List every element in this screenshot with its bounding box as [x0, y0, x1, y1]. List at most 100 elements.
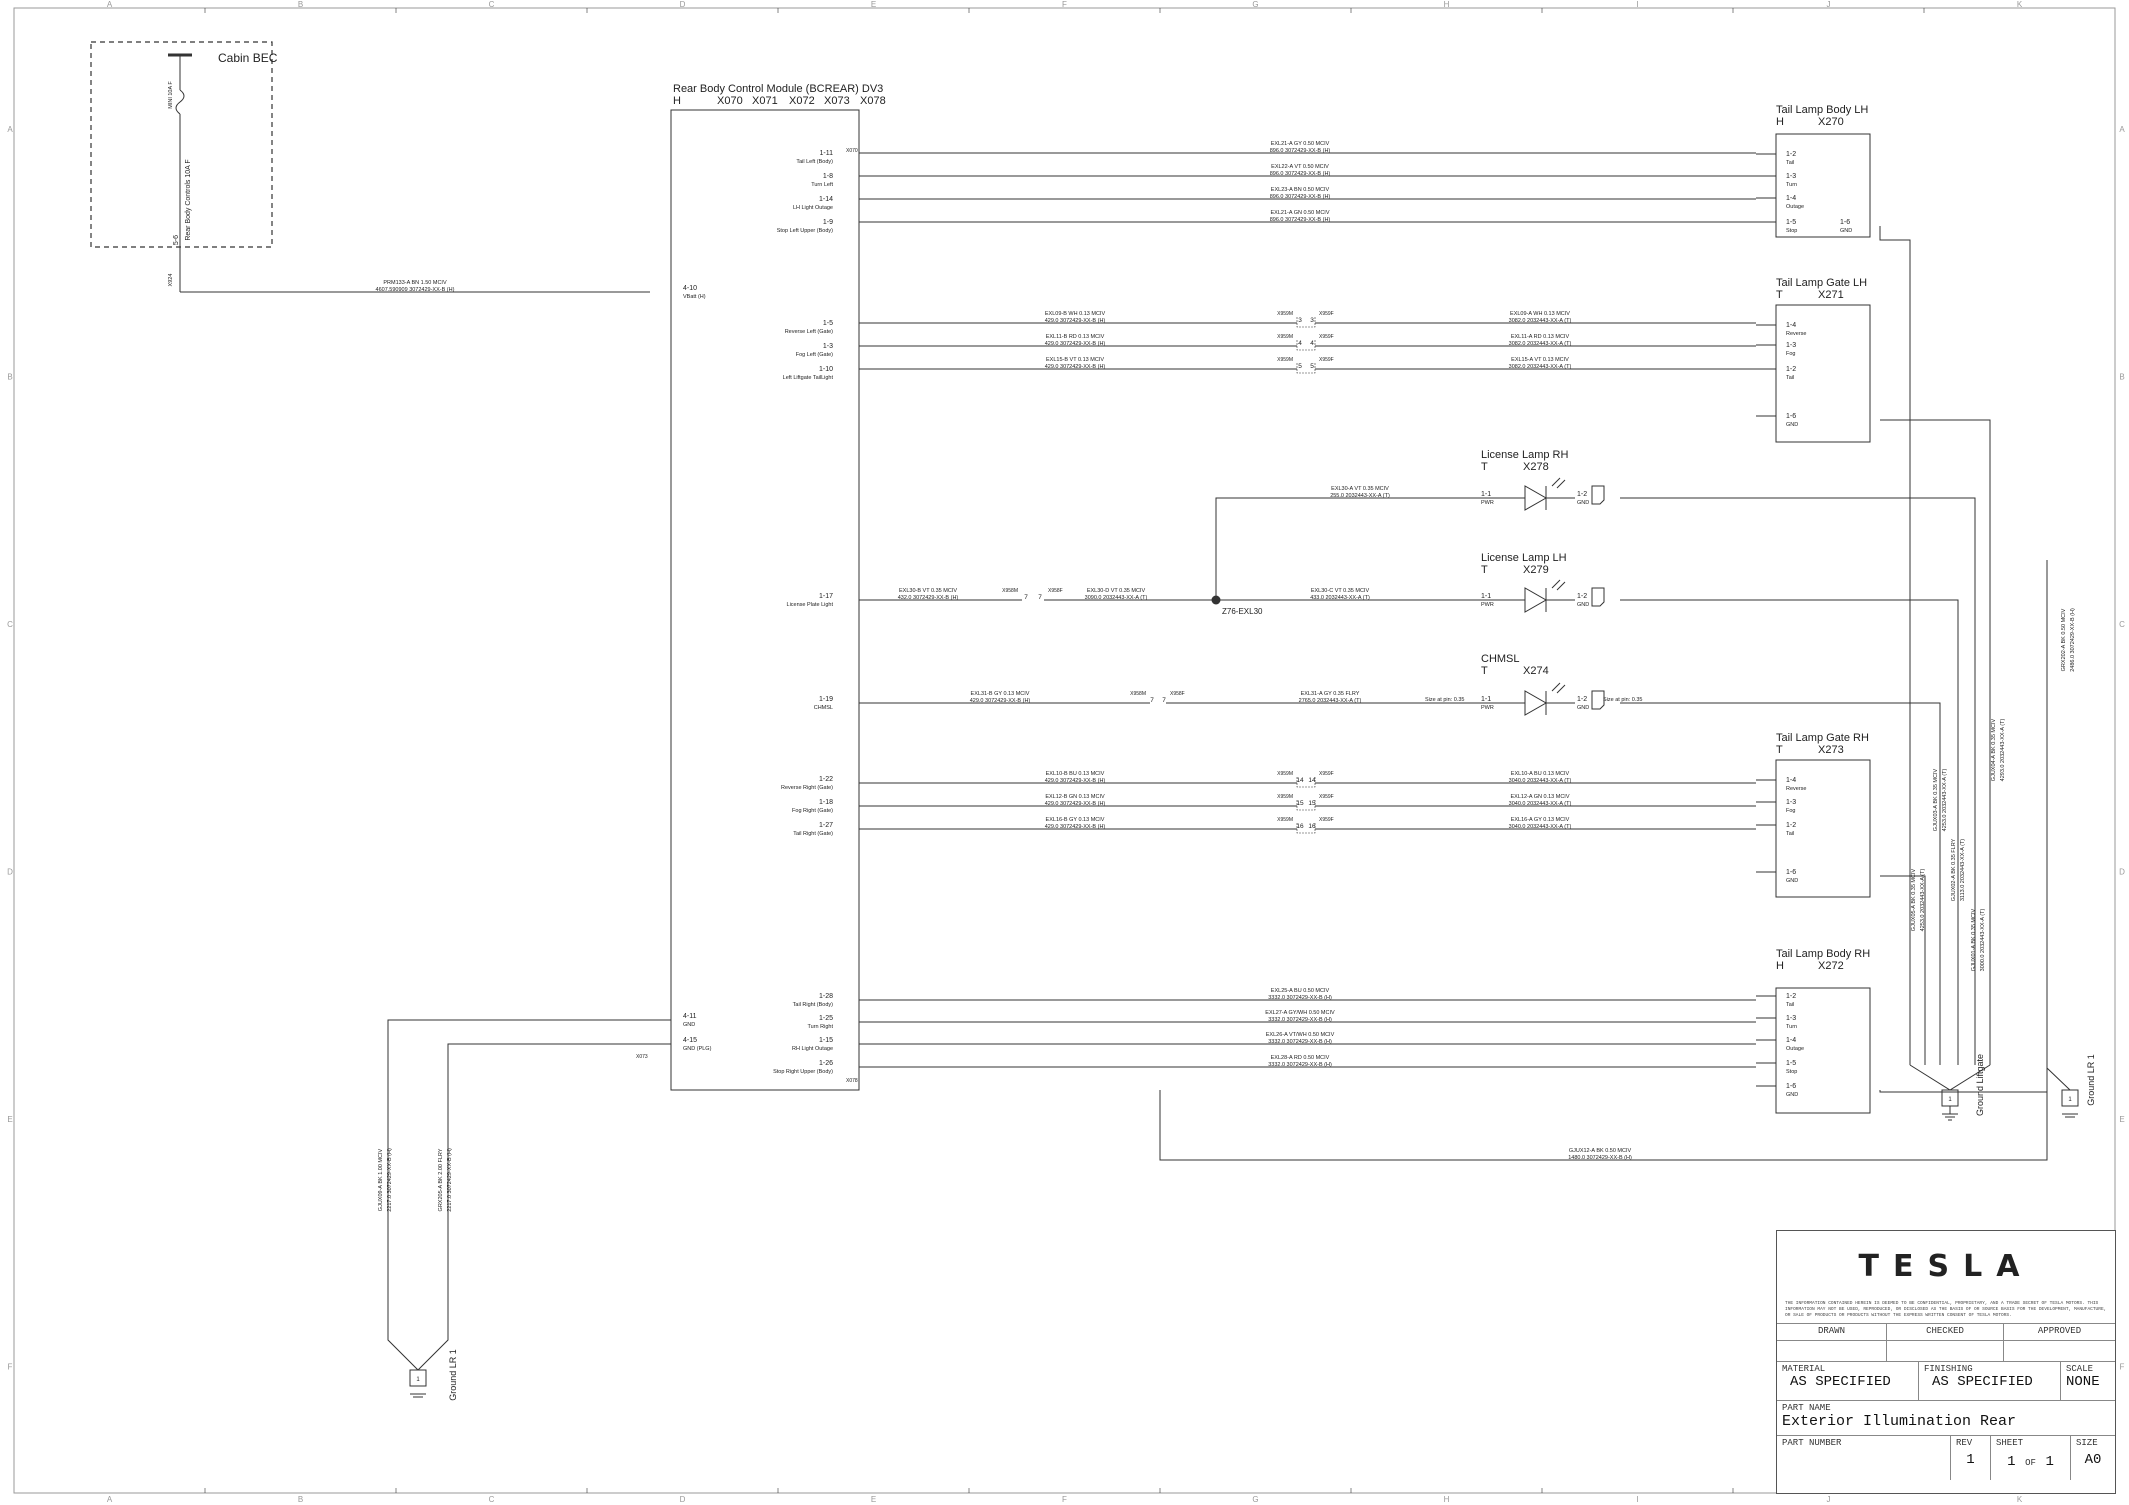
gnd-module-2 [417, 1043, 671, 1371]
wire-7-code: EXL15-B VT 0.13 MCIV [1046, 357, 1104, 363]
grid-col-top-B: B [298, 0, 303, 9]
component-4-led-icon [1524, 690, 1548, 716]
component-2-led-icon [1524, 485, 1548, 511]
grid-row-right-E: E [2119, 1115, 2124, 1124]
part-number-label: PART NUMBER [1782, 1438, 1842, 1448]
component-4-type: T [1481, 665, 1488, 677]
wire-prm133-length: 4607.590909 3072429-XX-B (H) [376, 287, 455, 293]
sheet-total: 1 [2045, 1454, 2054, 1470]
component-3-led-ray-2 [1556, 581, 1566, 591]
component-4-title: CHMSL [1481, 653, 1520, 665]
component-2-type: T [1481, 461, 1488, 473]
grid-col-bottom-I: I [1636, 1495, 1638, 1504]
grid-row-right-C: C [2119, 620, 2125, 629]
module-pin-label-2: LH Light Outage [793, 205, 833, 211]
inline-license-pin-f: 7 [1038, 594, 1042, 601]
grid-col-bottom-G: G [1252, 1495, 1258, 1504]
wire-gjux04-code: GJUX04-A BK 0.35 MCIV [1991, 718, 1997, 781]
wire-21-code: EXL12-A GN 0.13 MCIV [1511, 794, 1570, 800]
wire-20-length: 3040.0 2032443-XX-A (T) [1509, 778, 1572, 784]
ground-lr1-left-connector [409, 1369, 427, 1387]
grid-row-left-B: B [7, 372, 12, 381]
module-pin-label-4: VBatt (H) [683, 294, 706, 300]
gnd-rh-body [1879, 1068, 2048, 1093]
module-conn-X072: X072 [789, 95, 815, 107]
wire-grx202-code: GRX202-A BK 0.50 MCIV [2061, 608, 2067, 671]
grid-row-left-E: E [7, 1115, 12, 1124]
module-tag-x070: X070 [846, 148, 858, 154]
grid-col-top-H: H [1444, 0, 1450, 9]
module-pin-label-18: GND (PLG) [683, 1046, 712, 1052]
wire-grx202-length: 2486.0 3072429-XX-B (H) [2070, 608, 2076, 672]
finishing-label: FINISHING [1924, 1364, 1973, 1374]
wire-gjux02-code: GJUX02-A BK 0.35 FLRY [1951, 838, 1957, 901]
component-4-led-ray-2 [1556, 684, 1566, 694]
wire-26-code: EXL28-A RD 0.50 MCIV [1271, 1055, 1330, 1061]
component-5-pin-2: 1-2 [1786, 822, 1796, 829]
confidentiality-notice: THE INFORMATION CONTAINED HEREIN IS DEEM… [1785, 1301, 2107, 1318]
module-pin-11: 1-18 [819, 799, 833, 806]
component-6-title: Tail Lamp Body RH [1776, 948, 1870, 960]
module-pin-13: 1-28 [819, 993, 833, 1000]
ground-liftgate-label: Ground Liftgate [1975, 1054, 1985, 1116]
component-3-led-ray-1 [1551, 579, 1561, 589]
wire-exl31b-code: EXL31-B GY 0.13 MCIV [971, 691, 1030, 697]
module-pin-label-15: RH Light Outage [792, 1046, 833, 1052]
component-5-pin-label-2: Tail [1786, 831, 1794, 837]
wire-1-code: EXL22-A VT 0.50 MCIV [1271, 164, 1329, 170]
module-title: Rear Body Control Module (BCREAR) DV3 [673, 83, 883, 95]
module-pin-7: 1-10 [819, 366, 833, 373]
wire-exl31a-code: EXL31-A GY 0.35 FLRY [1301, 691, 1360, 697]
inline-license-pin-m: 7 [1024, 594, 1028, 601]
component-6-conn: X272 [1818, 960, 1844, 972]
wire-18-code: EXL12-B GN 0.13 MCIV [1045, 794, 1105, 800]
component-3-led-icon [1524, 587, 1548, 613]
size-note-left: Size at pin: 0.35 [1425, 697, 1464, 703]
fuse-rating: MINI 10A F [168, 81, 174, 109]
module-conn-X070: X070 [717, 95, 743, 107]
inline-female-4: X959F [1319, 794, 1334, 800]
component-0-pin-label-0: Tail [1786, 160, 1794, 166]
wire-gjux05-length: 4253.0 2032443-XX-A (T) [1920, 868, 1926, 931]
component-6-pin-3: 1-5 [1786, 1060, 1796, 1067]
component-3-pin-label-1: GND [1577, 602, 1589, 608]
wire-20-code: EXL10-A BU 0.13 MCIV [1511, 771, 1570, 777]
rev-label: REV [1956, 1438, 1973, 1448]
wire-5-code: EXL09-B WH 0.13 MCIV [1045, 311, 1106, 317]
component-5-conn: X273 [1818, 744, 1844, 756]
component-1-pin-label-0: Reverse [1786, 331, 1806, 337]
component-1-title: Tail Lamp Gate LH [1776, 277, 1867, 289]
module-pin-label-1: Turn Left [811, 182, 833, 188]
module-pin-4: 4-10 [683, 285, 697, 292]
sheet-label: SHEET [1996, 1438, 2024, 1448]
component-6-pin-label-0: Tail [1786, 1002, 1794, 1008]
inline-female-3: X959F [1319, 771, 1334, 777]
grid-row-right-D: D [2119, 867, 2125, 876]
ground-lr1-right-connector [2061, 1089, 2079, 1107]
inline-connector-2 [1296, 363, 1316, 374]
wire-21-length: 3040.0 2032443-XX-A (T) [1509, 801, 1572, 807]
gnd-run-2 [1880, 419, 1991, 1065]
drawn-label: DRAWN [1777, 1324, 1887, 1340]
component-1-pin-label-2: Tail [1786, 375, 1794, 381]
wire-9-length: 3082.0 2032443-XX-A (T) [1509, 341, 1572, 347]
component-5-type: T [1776, 744, 1783, 756]
component-1-conn: X271 [1818, 289, 1844, 301]
wire-17-code: EXL10-B BU 0.13 MCIV [1046, 771, 1105, 777]
inline-male-0: X959M [1277, 311, 1293, 317]
module-pin-label-12: Tail Right (Gate) [793, 831, 833, 837]
component-2-conn: X278 [1523, 461, 1549, 473]
inline-female-5: X959F [1319, 817, 1334, 823]
finishing-value: AS SPECIFIED [1932, 1374, 2033, 1390]
component-6-pin-0: 1-2 [1786, 993, 1796, 1000]
grid-col-top-A: A [107, 0, 113, 9]
component-0-pin-label-4: GND [1840, 228, 1852, 234]
wire-exl30c-code: EXL30-C VT 0.35 MCIV [1311, 588, 1370, 594]
inline-female-2: X959F [1319, 357, 1334, 363]
ground-lr1-left-label: Ground LR 1 [448, 1349, 458, 1401]
module-pin-label-11: Fog Right (Gate) [792, 808, 833, 814]
scale-value: NONE [2066, 1374, 2100, 1390]
grid-col-top-K: K [2017, 0, 2023, 9]
module-pin-label-6: Fog Left (Gate) [796, 352, 833, 358]
inline-pin-m-1: 4 [1298, 340, 1302, 347]
